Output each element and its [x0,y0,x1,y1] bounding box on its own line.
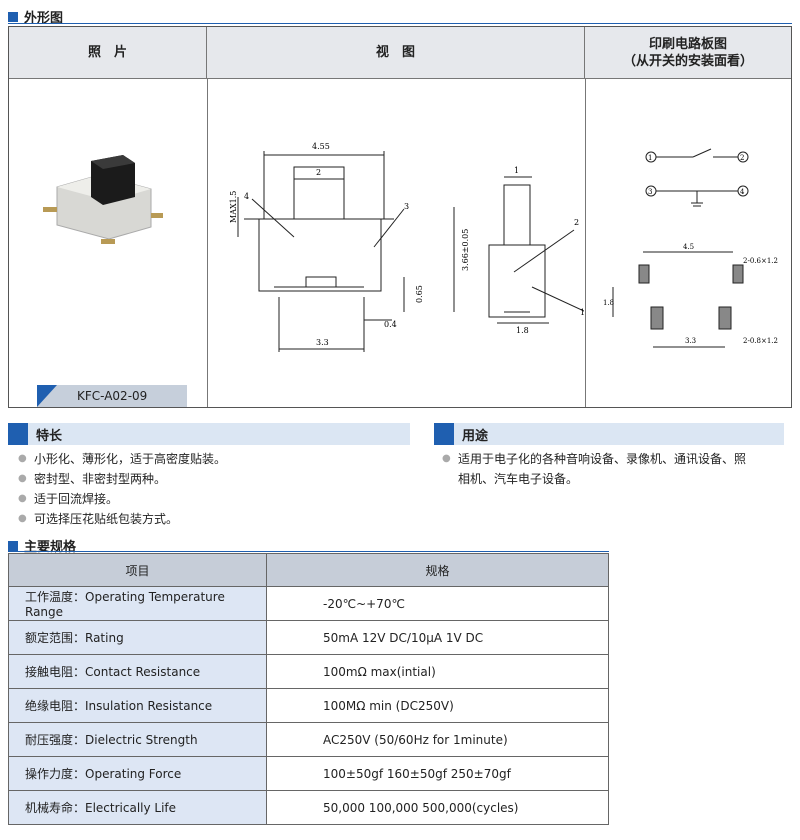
header-photo: 照 片 [9,27,207,79]
dim-label: 3.3 [685,337,696,345]
spec-item: 机械寿命：Electrically Life [8,790,267,825]
spec-value: 50,000 100,000 500,000(cycles) [266,790,609,825]
table-header-row: 项目 规格 [8,553,609,587]
dim-label: 0.4 [384,320,397,329]
callout-label: 4 [244,192,249,201]
spec-item: 接触电阻：Contact Resistance [8,654,267,689]
dim-label: MAX1.5 [229,191,238,223]
column-divider [207,79,208,407]
section-title-appearance: 外形图 [8,7,63,26]
spec-item: 操作力度：Operating Force [8,756,267,791]
spec-value: AC250V (50/60Hz for 1minute) [266,722,609,757]
switch-photo [43,155,163,244]
list-item: 适用于电子化的各种音响设备、录像机、通讯设备、照相机、汽车电子设备。 [440,449,790,489]
column-header: 项目 [8,553,267,587]
section-marker [8,540,18,551]
pin-label: 3 [648,188,652,196]
divider [8,23,792,24]
spec-value: -20℃~+70℃ [266,586,609,621]
dim-label: 1.8 [516,326,529,335]
dim-label: 2-0.8×1.2 [743,337,778,345]
column-header: 规格 [266,553,609,587]
divider [8,551,609,552]
pin-label: 1 [648,154,652,162]
section-marker [8,11,18,22]
dimension-drawing: 4.55 2 MAX1.5 0.65 0.4 3.3 4 3 1 3.66±0.… [229,142,584,352]
pin-label: 2 [740,154,744,162]
section-bar-features: 特长 [8,423,410,445]
spec-value: 50mA 12V DC/10μA 1V DC [266,620,609,655]
callout-label: 2 [574,218,579,227]
list-item: 可选择压花贴纸包装方式。 [16,509,406,529]
pcb-diagram: 1 2 3 4 4.5 1.8 3.3 2-0.6×1.2 2-0.8×1.2 [603,148,778,348]
header-pcb: 印刷电路板图（从开关的安装面看） [585,27,791,79]
dim-label: 2 [316,168,321,177]
spec-item: 额定范围：Rating [8,620,267,655]
spec-value: 100±50gf 160±50gf 250±70gf [266,756,609,791]
dim-label: 1.8 [603,299,614,307]
spec-item: 工作温度：Operating Temperature Range [8,586,267,621]
column-divider [585,79,586,407]
model-label: KFC-A02-09 [37,385,187,407]
dim-label: 3.66±0.05 [461,229,470,271]
dim-label: 1 [514,166,519,175]
features-list: 小形化、薄形化，适于高密度贴装。 密封型、非密封型两种。 适于回流焊接。 可选择… [16,449,406,529]
usage-list: 适用于电子化的各种音响设备、录像机、通讯设备、照相机、汽车电子设备。 [440,449,790,489]
appearance-table: 照 片 视 图 印刷电路板图（从开关的安装面看） KFC-A02-09 [8,26,792,408]
list-item: 密封型、非密封型两种。 [16,469,406,489]
section-marker [8,423,28,445]
spec-item: 绝缘电阻：Insulation Resistance [8,688,267,723]
dim-label: 4.55 [312,142,330,151]
section-bar-usage: 用途 [434,423,784,445]
pin-label: 4 [740,188,745,196]
spec-item: 耐压强度：Dielectric Strength [8,722,267,757]
dim-label: 4.5 [683,243,694,251]
list-item: 小形化、薄形化，适于高密度贴装。 [16,449,406,469]
callout-label: 1 [580,308,584,317]
header-view: 视 图 [207,27,585,79]
dim-label: 0.65 [415,285,424,303]
dim-label: 3.3 [316,338,329,347]
callout-label: 3 [404,202,409,211]
section-title-text: 外形图 [24,11,64,26]
spec-value: 100mΩ max(intial) [266,654,609,689]
section-marker [434,423,454,445]
table-row: 工作温度：Operating Temperature Range-20℃~+70… [8,586,609,621]
spec-value: 100MΩ min (DC250V) [266,688,609,723]
list-item: 适于回流焊接。 [16,489,406,509]
spec-table: 项目 规格 工作温度：Operating Temperature Range-2… [8,553,609,825]
dim-label: 2-0.6×1.2 [743,257,778,265]
